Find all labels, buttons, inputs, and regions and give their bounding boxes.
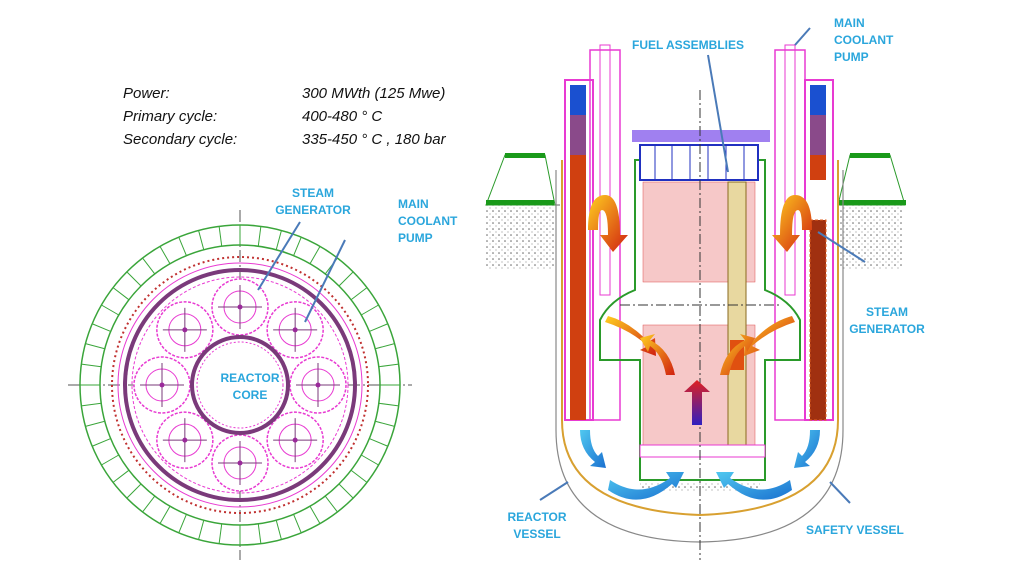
ring-segment (126, 483, 142, 499)
ring-segment (159, 246, 171, 265)
ring-segment (293, 236, 302, 256)
spec-primary-label: Primary cycle: (123, 108, 218, 125)
label-line: COOLANT (398, 214, 458, 228)
label-line: COOLANT (834, 33, 894, 47)
ring-segment (101, 454, 120, 466)
center-dot (182, 437, 188, 443)
ring-segment (159, 505, 171, 524)
ring-segment (309, 505, 321, 524)
label-line: GENERATOR (275, 203, 351, 217)
center-dot (292, 437, 298, 443)
label-line: REACTOR (507, 510, 567, 524)
label-line: GENERATOR (849, 322, 925, 336)
center-dot (315, 382, 321, 388)
plan-main-coolant-pump-label: MAIN COOLANT PUMP (398, 196, 457, 247)
spec-power-label: Power: (123, 85, 170, 102)
ring-segment (257, 226, 262, 247)
spec-power-value: 300 MWth (125 Mwe) (302, 85, 446, 102)
ring-segment (178, 236, 187, 256)
outer-ring-segments (80, 225, 400, 545)
ring-segment (126, 271, 142, 287)
ring-segment (375, 343, 395, 350)
ring-segment (85, 420, 105, 427)
label-line: VESSEL (513, 527, 561, 541)
ring-segment (218, 523, 223, 544)
ring-segment (112, 469, 130, 483)
ring-segment (198, 230, 205, 250)
ring-segment (275, 520, 282, 540)
spec-secondary-value: 335-450 ° C , 180 bar (302, 131, 446, 148)
center-dot (237, 460, 243, 466)
safety-vessel-label: SAFETY VESSEL (806, 523, 904, 537)
spec-primary-value: 400-480 ° C (302, 108, 383, 125)
ring-segment (142, 495, 156, 513)
ring-segment (378, 402, 399, 407)
center-dot (292, 327, 298, 333)
section-steam-generator-label: STEAM GENERATOR (842, 304, 932, 338)
ring-segment (178, 514, 187, 534)
ring-segment (369, 323, 389, 332)
ring-segment (350, 469, 368, 483)
section-main-coolant-pump-label: MAIN COOLANT PUMP (834, 15, 893, 66)
plan-steam-generator-label: STEAM GENERATOR (272, 185, 354, 219)
ring-segment (324, 495, 338, 513)
reactor-vessel-label: REACTOR VESSEL (500, 509, 574, 543)
label-line: REACTOR (220, 371, 280, 385)
plan-reactor-core-label: REACTOR CORE (210, 370, 290, 404)
center-dot (182, 327, 188, 333)
ring-segment (375, 420, 395, 427)
ring-segment (293, 514, 302, 534)
label-line: STEAM (292, 186, 334, 200)
ring-segment (378, 363, 399, 368)
ring-segment (275, 230, 282, 250)
spec-secondary-label: Secondary cycle: (123, 131, 238, 148)
label-line: MAIN (398, 197, 429, 211)
ring-segment (350, 287, 368, 301)
ring-segment (198, 520, 205, 540)
ring-segment (112, 287, 130, 301)
ring-segment (81, 402, 102, 407)
ring-segment (91, 438, 111, 447)
label-line: CORE (232, 388, 268, 402)
ring-segment (142, 257, 156, 275)
center-dot (237, 304, 243, 310)
fuel-assemblies-label: FUEL ASSEMBLIES (632, 38, 745, 52)
ring-segment (369, 438, 389, 447)
ring-segment (360, 454, 379, 466)
ring-segment (81, 363, 102, 368)
steam-generator-circles (133, 278, 347, 492)
section-view (485, 27, 906, 560)
ring-segment (85, 343, 105, 350)
ring-segment (360, 304, 379, 316)
ring-segment (338, 483, 354, 499)
label-line: MAIN (834, 16, 865, 30)
ring-segment (218, 226, 223, 247)
label-line: STEAM (866, 305, 908, 319)
ring-segment (257, 523, 262, 544)
plan-view (68, 210, 412, 560)
center-dot (159, 382, 165, 388)
ring-segment (309, 246, 321, 265)
ring-segment (91, 323, 111, 332)
ring-segment (101, 304, 120, 316)
label-line: PUMP (834, 50, 869, 64)
label-line: PUMP (398, 231, 433, 245)
ring-segment (338, 271, 354, 287)
